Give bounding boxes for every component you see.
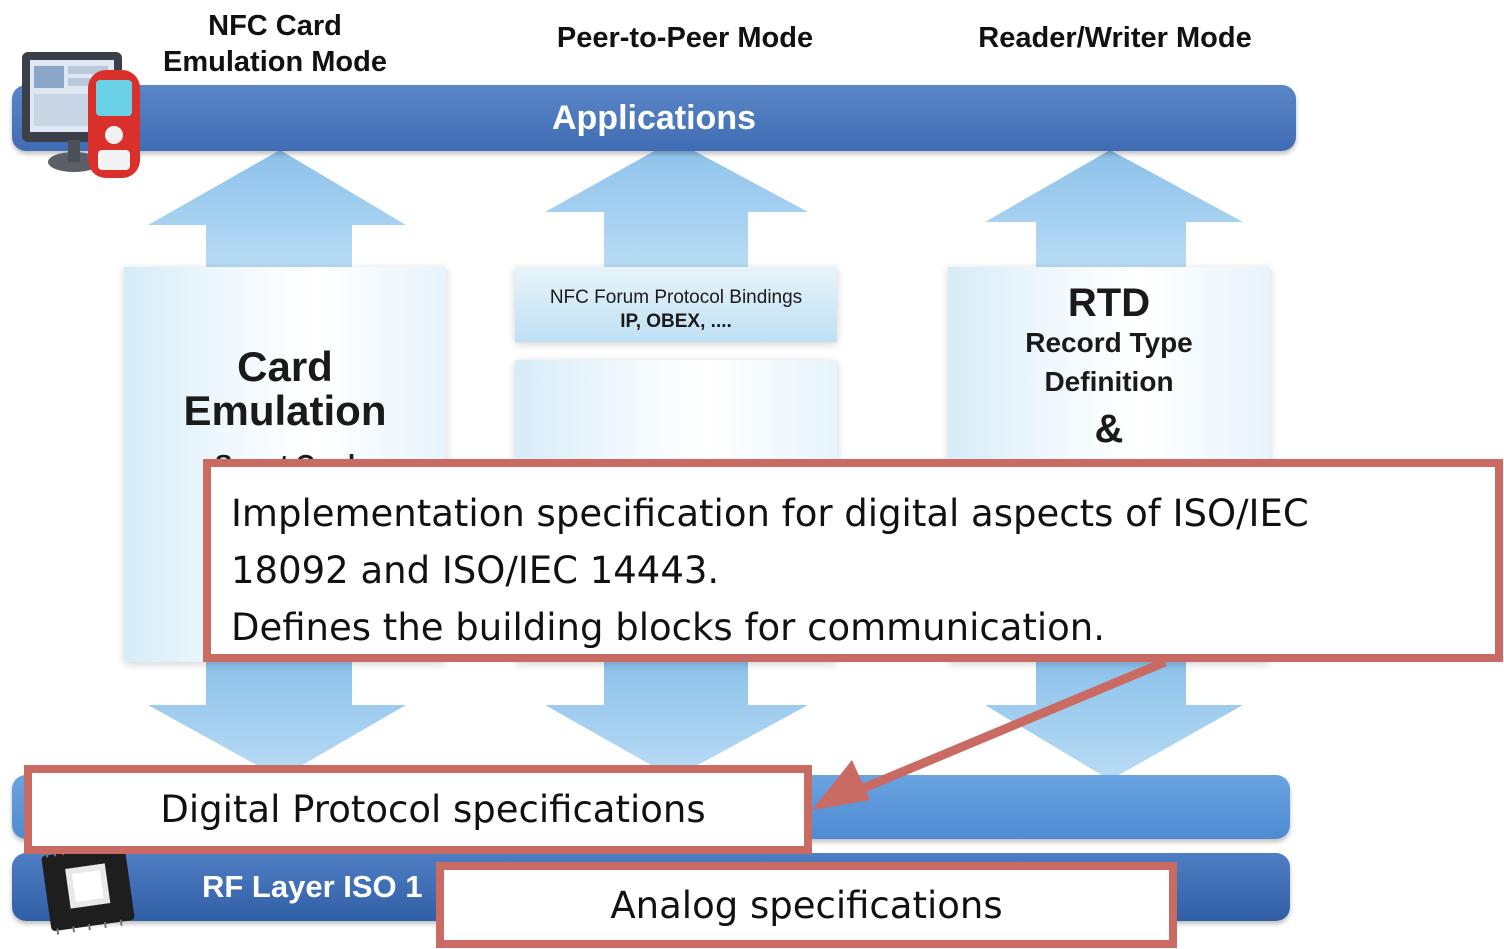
protocol-bindings-line1: NFC Forum Protocol Bindings [549,287,803,308]
applications-label: Applications [551,98,757,137]
protocol-bindings-panel: NFC Forum Protocol Bindings IP, OBEX, ..… [515,267,837,342]
digital-protocol-callout: Digital Protocol specifications [24,765,812,854]
mode-card-emulation: NFC Card Emulation Mode [163,10,387,78]
mode-reader-writer: Reader/Writer Mode [978,22,1252,54]
down-arrow-card [148,660,406,778]
callout-line-2: 18092 and ISO/IEC 14443. [231,549,720,592]
down-arrow-rtd [985,660,1243,780]
rtd-subtitle: Record Type Definition [1025,327,1193,397]
callout-line-3: Defines the building blocks for communic… [231,606,1105,649]
digital-protocol-label: Digital Protocol specifications [160,788,706,831]
mode-peer-to-peer: Peer-to-Peer Mode [556,22,814,54]
rtd-title: RTD [1067,281,1151,325]
computer-and-phone-icon [22,52,140,178]
analog-spec-callout: Analog specifications [436,862,1177,948]
rtd-ampersand: & [1094,407,1124,451]
down-arrow-p2p [545,660,808,778]
protocol-bindings-line2: IP, OBEX, .... [620,311,732,332]
analog-spec-label: Analog specifications [610,883,1003,927]
callout-line-1: Implementation specification for digital… [231,492,1309,535]
applications-bar: Applications [12,85,1296,151]
up-arrow-p2p [545,140,808,270]
up-arrow-card [148,150,406,270]
up-arrow-rtd [985,150,1243,270]
card-emulation-title: Card Emulation [183,343,387,434]
digital-spec-description-callout: Implementation specification for digital… [203,459,1503,662]
rf-layer-label: RF Layer ISO 1 [202,869,423,904]
